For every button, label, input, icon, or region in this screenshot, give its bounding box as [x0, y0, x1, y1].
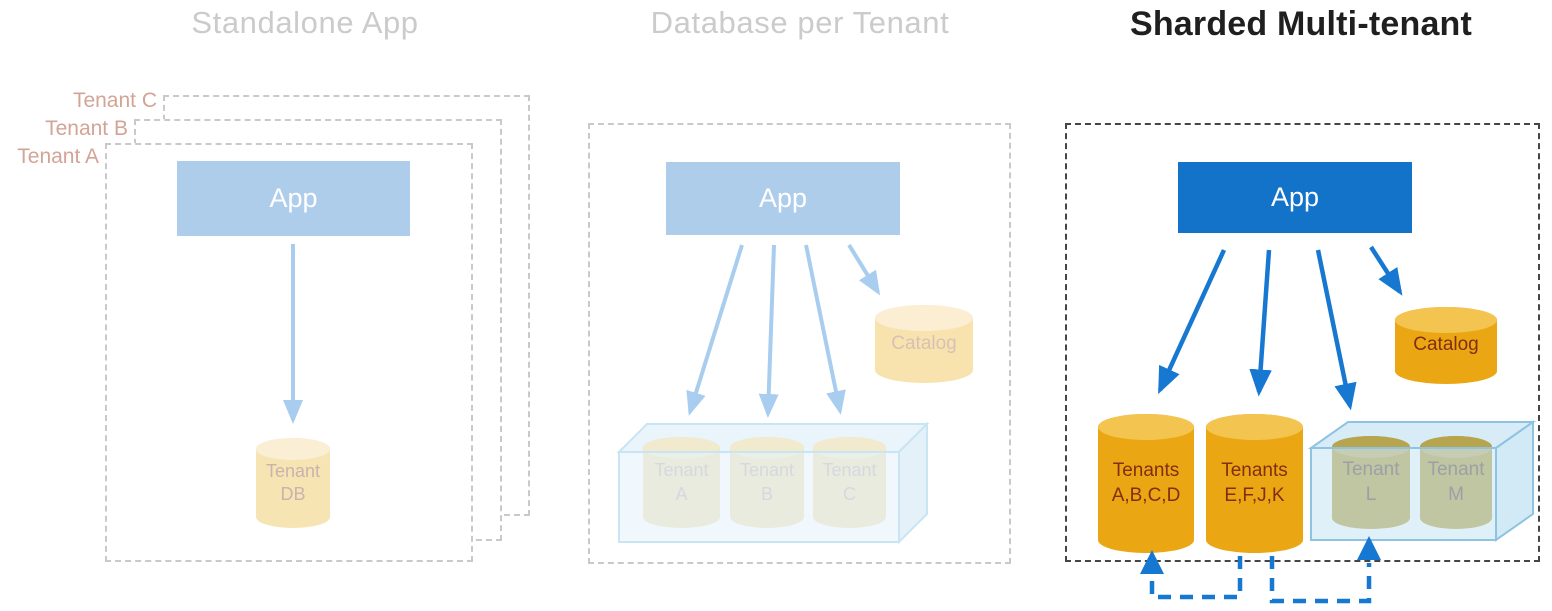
pool-db-m-line1: Tenant — [1427, 458, 1485, 480]
shard-db-cylinder-tenants-efjk: Tenants E,F,J,K — [1206, 414, 1303, 553]
db-per-tenant-app-label: App — [758, 183, 808, 213]
standalone-app-box: App — [177, 161, 410, 236]
sharded-app-box: App — [1178, 162, 1412, 233]
shard-db-cylinder-tenants-abcd: Tenants A,B,C,D — [1098, 414, 1194, 553]
tenant-layer-label-b: Tenant B — [45, 117, 128, 140]
pool-db-cylinder-tenant-m: Tenant M — [1420, 436, 1492, 529]
tenant-db-cylinder: Tenant DB — [256, 438, 330, 528]
panel-title-sharded: Sharded Multi-tenant — [1129, 5, 1473, 43]
shard-db-1-line2: A,B,C,D — [1111, 484, 1181, 506]
shard-db-2-line2: E,F,J,K — [1224, 484, 1285, 506]
pool-db-cylinder-tenant-b: Tenant B — [730, 437, 804, 528]
tenant-layer-label-a: Tenant A — [17, 145, 99, 168]
shard-db-1-line1: Tenants — [1112, 459, 1180, 481]
tenant-layer-label-c: Tenant C — [72, 89, 157, 112]
tenant-db-label-line1: Tenant — [265, 460, 321, 481]
pool-db-b-line2: B — [760, 483, 773, 504]
pool-db-l-line2: L — [1365, 483, 1377, 505]
sharded-app-label: App — [1270, 182, 1320, 212]
db-per-tenant-boundary-box — [588, 123, 1011, 564]
panel-title-db-per-tenant: Database per Tenant — [650, 5, 950, 40]
pool-db-cylinder-tenant-c: Tenant C — [813, 437, 886, 528]
pool-db-a-line2: A — [675, 483, 688, 504]
pool-db-l-line1: Tenant — [1342, 458, 1400, 480]
panel-title-standalone: Standalone App — [191, 5, 419, 40]
standalone-app-label: App — [269, 183, 318, 213]
catalog-label-faded: Catalog — [891, 332, 957, 354]
shard-db-2-line1: Tenants — [1221, 459, 1288, 481]
catalog-cylinder-faded: Catalog — [875, 305, 973, 383]
dashed-move-connector-right — [1269, 556, 1372, 604]
pool-db-m-line2: M — [1448, 483, 1464, 505]
pool-db-c-line2: C — [843, 483, 856, 504]
pool-db-c-line1: Tenant — [822, 460, 877, 481]
tenant-db-label-line2: DB — [280, 484, 306, 504]
dashed-move-connector-left — [1149, 556, 1243, 600]
catalog-cylinder: Catalog — [1395, 307, 1497, 384]
catalog-label: Catalog — [1413, 334, 1479, 356]
pool-db-cylinder-tenant-a: Tenant A — [643, 437, 720, 528]
pool-db-cylinder-tenant-l: Tenant L — [1332, 436, 1410, 529]
db-per-tenant-app-box: App — [666, 162, 900, 235]
pool-db-b-line1: Tenant — [739, 460, 795, 481]
pool-db-a-line1: Tenant — [654, 460, 709, 481]
